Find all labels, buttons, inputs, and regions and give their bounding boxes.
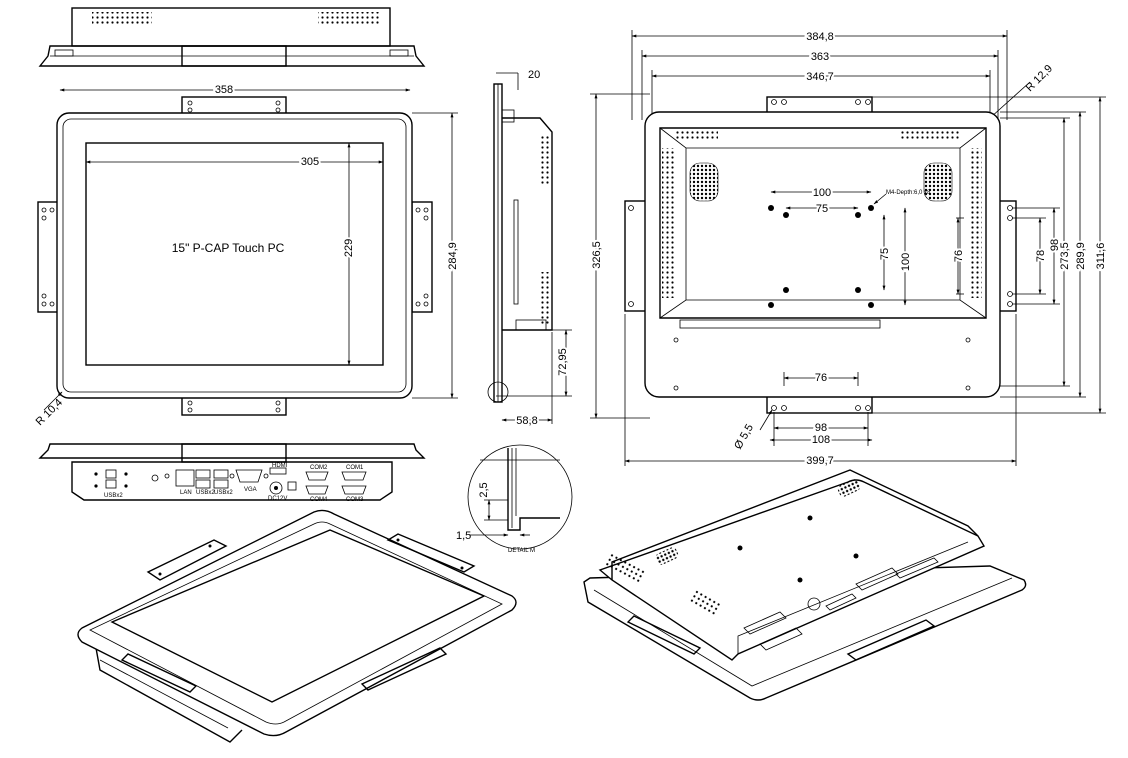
rear-dim-100-h: 100: [813, 187, 831, 199]
port-label-com3: COM3: [346, 497, 364, 503]
rear-dim-75-v: 75: [879, 248, 891, 260]
iso-front-view: [77, 509, 517, 743]
rear-dim-363: 363: [811, 51, 829, 63]
side-dim-depth: 72,95: [557, 348, 569, 376]
rear-dim-311: 311,6: [1095, 243, 1107, 270]
front-dim-width: 358: [215, 84, 233, 96]
rear-dim-108: 108: [812, 434, 830, 446]
port-label-com1: COM1: [346, 465, 364, 471]
rear-dim-overall-width: 384,8: [806, 31, 834, 43]
front-dim-screen-height: 229: [343, 239, 355, 257]
rear-dim-98-v: 98: [1049, 239, 1061, 251]
rear-dim-289: 289,9: [1075, 242, 1087, 270]
port-label-lan: LAN: [180, 490, 192, 496]
rear-dim-75-h: 75: [816, 203, 828, 215]
detail-view: 2,5 1,5 DETAIL M: [456, 444, 573, 554]
detail-label: DETAIL M: [508, 548, 535, 554]
top-view: [38, 7, 426, 67]
port-label-hdmi: HDMI: [272, 463, 288, 469]
port-label-usb-a: USBx2: [196, 490, 215, 496]
front-dim-screen-width: 305: [301, 156, 319, 168]
port-label-com4: COM4: [310, 497, 328, 503]
port-label-usb-left: USBx2: [104, 493, 123, 499]
rear-dim-273: 273,5: [1059, 242, 1071, 270]
detail-dim-b: 1,5: [456, 530, 471, 542]
rear-dim-399: 399,7: [806, 455, 834, 467]
front-dim-radius: R 10,4: [34, 397, 65, 428]
rear-view: 384,8 363 346,7 R 12,9: [589, 29, 1109, 469]
rear-dim-100-v: 100: [900, 253, 912, 271]
front-dim-height: 284,9: [447, 242, 459, 270]
side-dim-top: 20: [528, 69, 540, 81]
rear-dim-hole: Ø 5,5: [732, 422, 756, 451]
port-label-vga: VGA: [244, 487, 257, 493]
port-label-com2: COM2: [310, 465, 328, 471]
front-view: 358 305 229 15" P-CAP Touch PC: [34, 82, 461, 428]
io-view: USBx2 LAN USBx2 USBx2 VGA HDMI DC12V COM…: [38, 443, 426, 503]
side-dim-bottom: 58,8: [516, 415, 537, 427]
rear-dim-radius: R 12,9: [1024, 63, 1055, 94]
rear-dim-326: 326,5: [591, 241, 603, 269]
detail-dim-a: 2,5: [478, 482, 490, 497]
rear-dim-98-h: 98: [815, 422, 827, 434]
side-view: 20 72,95 58,8: [487, 69, 572, 429]
port-label-usb-b: USBx2: [214, 490, 233, 496]
iso-rear-view: [583, 469, 1027, 701]
rear-dim-76-h: 76: [815, 372, 827, 384]
rear-vesa-note: M4-Depth:6,0 x8: [886, 190, 931, 196]
rear-dim-76-v: 76: [953, 250, 965, 262]
rear-dim-346: 346,7: [806, 71, 834, 83]
rear-dim-78: 78: [1035, 250, 1047, 262]
product-label: 15" P-CAP Touch PC: [172, 241, 285, 255]
port-label-dc12v: DC12V: [268, 496, 287, 502]
